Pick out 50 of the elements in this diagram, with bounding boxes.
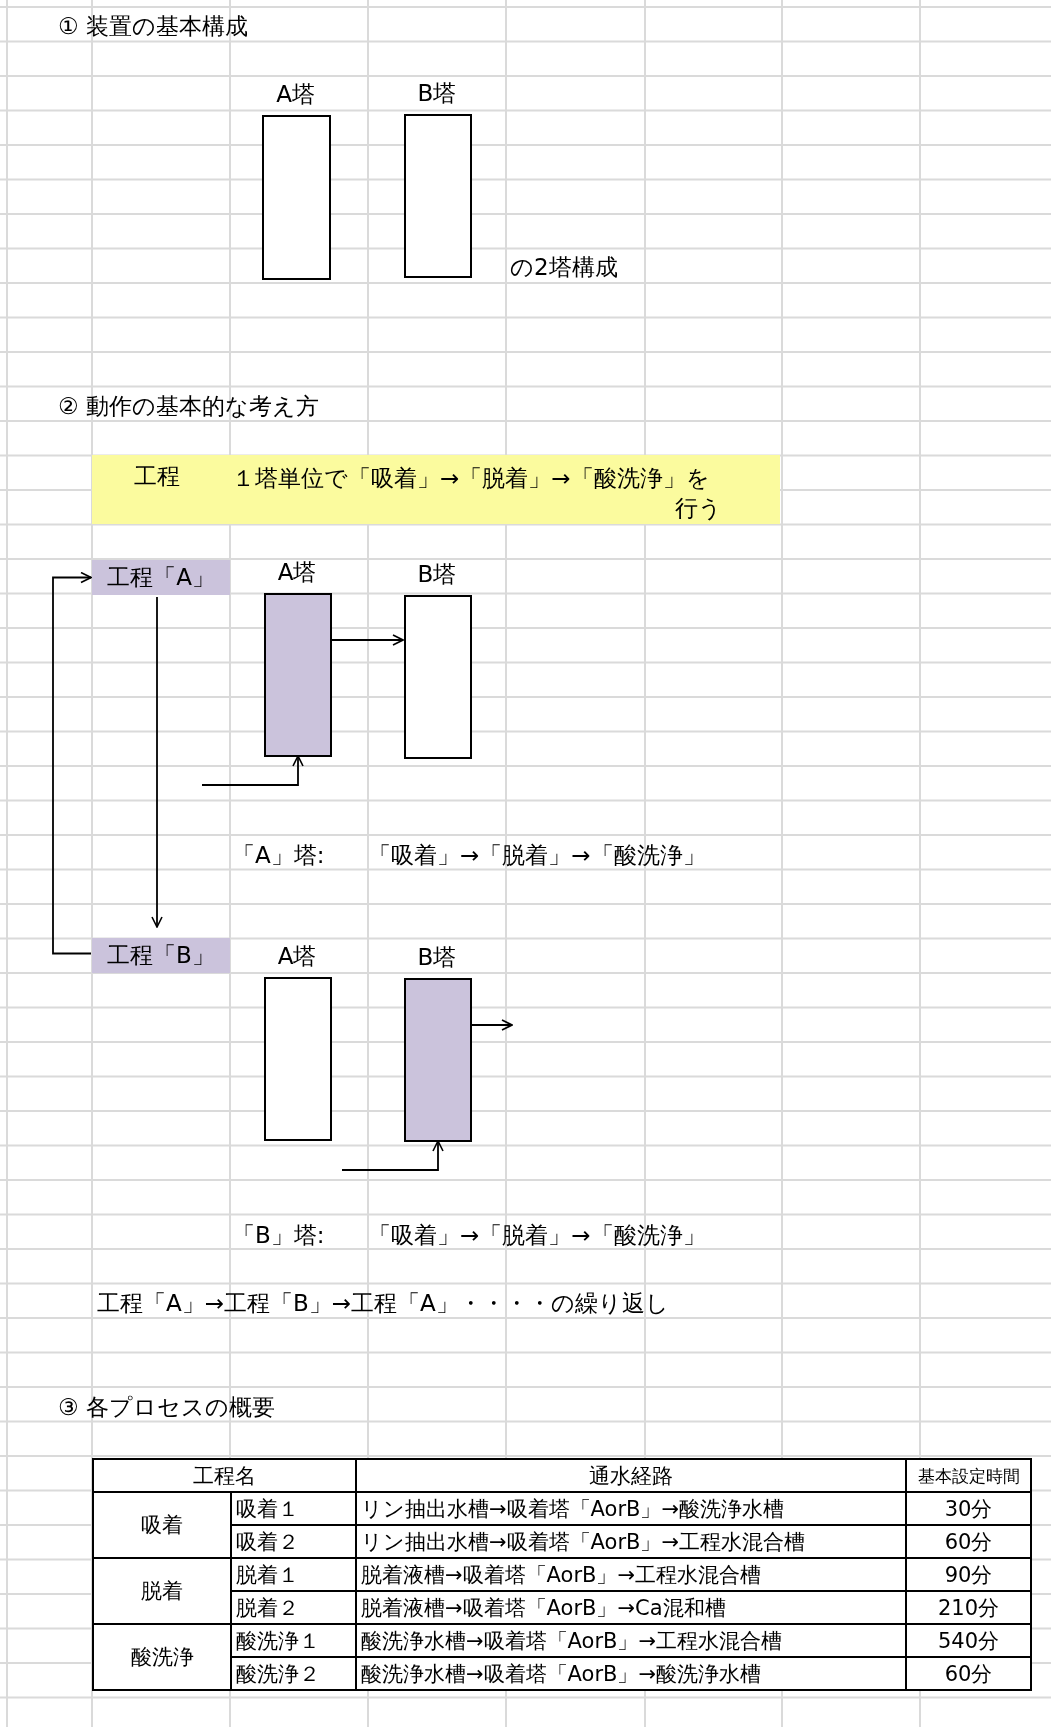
table-cell: 60分	[906, 1525, 1031, 1558]
section-heading: ② 動作の基本的な考え方	[58, 393, 319, 419]
table-cell: 210分	[906, 1591, 1031, 1624]
table-cell: 酸洗浄	[93, 1624, 231, 1690]
sequence-text: 「吸着」→「脱着」→「酸洗浄」	[368, 1222, 706, 1248]
table-cell: 酸洗浄１	[231, 1624, 356, 1657]
note-text: 工程「A」→工程「B」→工程「A」・・・・の繰り返し	[97, 1290, 669, 1316]
arrow	[341, 1140, 444, 1171]
tower-label: A塔	[277, 559, 317, 585]
arrow	[330, 634, 404, 646]
note-band	[92, 455, 780, 524]
sequence-text: 「吸着」→「脱着」→「酸洗浄」	[368, 842, 706, 868]
tower-caption: 「B」塔:	[232, 1222, 325, 1248]
arrow	[151, 596, 163, 928]
section-heading: ③ 各プロセスの概要	[58, 1394, 275, 1420]
table-header: 工程名	[93, 1459, 356, 1492]
tower-label: A塔	[276, 81, 315, 107]
arrow	[52, 571, 92, 955]
table-header: 通水経路	[356, 1459, 906, 1492]
band-heading: 工程	[134, 463, 180, 489]
table-cell: 脱着２	[231, 1591, 356, 1624]
tower-label: B塔	[417, 80, 457, 106]
table-cell: リン抽出水槽→吸着塔「AorB」→工程水混合槽	[356, 1525, 906, 1558]
table-cell: 540分	[906, 1624, 1031, 1657]
band-text: １塔単位で「吸着」→「脱着」→「酸洗浄」を行う	[232, 464, 722, 523]
tower-label: B塔	[417, 944, 457, 970]
arrow	[470, 1019, 513, 1031]
table-cell: 酸洗浄水槽→吸着塔「AorB」→酸洗浄水槽	[356, 1657, 906, 1690]
table-cell: 脱着液槽→吸着塔「AorB」→工程水混合槽	[356, 1558, 906, 1591]
table-cell: 酸洗浄２	[231, 1657, 356, 1690]
table-cell: 吸着２	[231, 1525, 356, 1558]
table-cell: 60分	[906, 1657, 1031, 1690]
table-cell: 30分	[906, 1492, 1031, 1525]
tower-label: A塔	[277, 943, 317, 969]
table-cell: 吸着	[93, 1492, 231, 1558]
tower-label: B塔	[417, 561, 457, 587]
arrow	[201, 755, 304, 786]
table-cell: 吸着１	[231, 1492, 356, 1525]
table-header: 基本設定時間	[906, 1459, 1031, 1492]
step-tag: 工程「B」	[92, 938, 230, 973]
table-cell: 脱着液槽→吸着塔「AorB」→Ca混和槽	[356, 1591, 906, 1624]
step-tag: 工程「A」	[92, 560, 230, 595]
table-cell: 90分	[906, 1558, 1031, 1591]
table-cell: 脱着	[93, 1558, 231, 1624]
caption-text: の2塔構成	[510, 254, 618, 280]
table-cell: 酸洗浄水槽→吸着塔「AorB」→工程水混合槽	[356, 1624, 906, 1657]
table-cell: リン抽出水槽→吸着塔「AorB」→酸洗浄水槽	[356, 1492, 906, 1525]
table-cell: 脱着１	[231, 1558, 356, 1591]
tower-caption: 「A」塔:	[232, 842, 325, 868]
section-heading: ① 装置の基本構成	[58, 13, 248, 39]
